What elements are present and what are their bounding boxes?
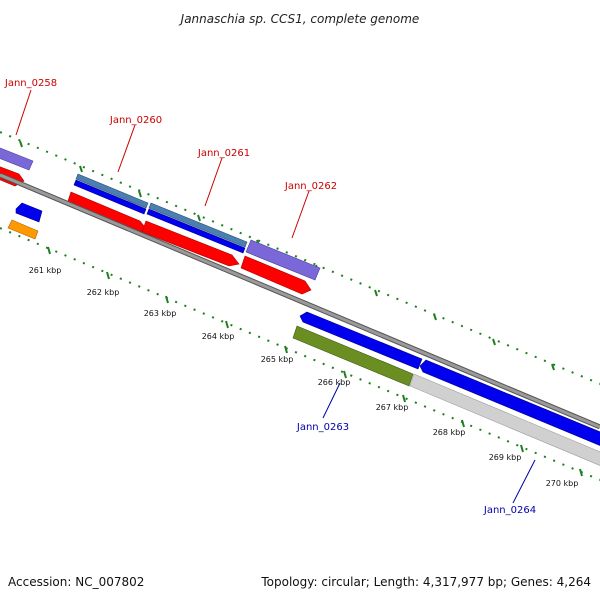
cds-feature-0260-steel (75, 173, 149, 209)
gene-label-jann-0261[interactable]: Jann_0261 (197, 148, 250, 159)
cds-feature-0261-steel (148, 202, 248, 248)
cds-feature-0261-blue (146, 208, 246, 254)
kbp-label: 270 kbp (546, 479, 579, 488)
kbp-label: 268 kbp (433, 428, 466, 437)
kbp-label: 261 kbp (29, 266, 62, 275)
cds-feature-0262-purple (245, 239, 321, 281)
cds-feature-0258-purple (0, 147, 34, 171)
reverse-strand-features (7, 202, 600, 466)
leader-line-0261 (204, 157, 223, 207)
inner-tick-ring (0, 227, 600, 481)
cds-feature-0264-blue (419, 359, 600, 446)
gene-label-leaders (15, 89, 536, 504)
gene-label-jann-0264[interactable]: Jann_0264 (483, 505, 536, 516)
accession-text: Accession: NC_007802 (8, 575, 144, 589)
cds-feature-0260-blue (73, 179, 147, 215)
kbp-label: 265 kbp (261, 355, 294, 364)
cds-feature-orange-small (7, 219, 39, 240)
kbp-label: 263 kbp (144, 309, 177, 318)
cds-feature-blue-small (15, 202, 43, 223)
map-title: Jannaschia sp. CCS1, complete genome (179, 12, 420, 26)
kbp-label: 262 kbp (87, 288, 120, 297)
gene-labels: Jann_0258 Jann_0260 Jann_0261 Jann_0262 … (4, 78, 536, 516)
leader-line-0260 (117, 124, 136, 173)
gene-label-jann-0263[interactable]: Jann_0263 (296, 422, 349, 433)
cds-feature-0262-red (240, 255, 312, 295)
kbp-label: 266 kbp (318, 378, 351, 387)
genome-summary-text: Topology: circular; Length: 4,317,977 bp… (260, 575, 591, 589)
genome-backbone (0, 172, 600, 430)
cds-feature-0264-grey (409, 373, 600, 466)
leader-line-0262 (291, 190, 310, 239)
kbp-label: 267 kbp (376, 403, 409, 412)
leader-line-0263 (322, 382, 341, 419)
gene-label-jann-0258[interactable]: Jann_0258 (4, 78, 57, 89)
kbp-label: 269 kbp (489, 453, 522, 462)
outer-tick-ring (0, 131, 600, 385)
gene-label-jann-0260[interactable]: Jann_0260 (109, 115, 162, 126)
cds-feature-0263-blue (299, 311, 423, 370)
gene-label-jann-0262[interactable]: Jann_0262 (284, 181, 337, 192)
kbp-labels: 261 kbp 262 kbp 263 kbp 264 kbp 265 kbp … (29, 266, 579, 488)
leader-line-0264 (512, 459, 536, 504)
cds-feature-0263-olive (292, 325, 414, 387)
kbp-label: 264 kbp (202, 332, 235, 341)
leader-line-0258 (15, 89, 32, 136)
cds-feature-0261-red (141, 220, 240, 267)
